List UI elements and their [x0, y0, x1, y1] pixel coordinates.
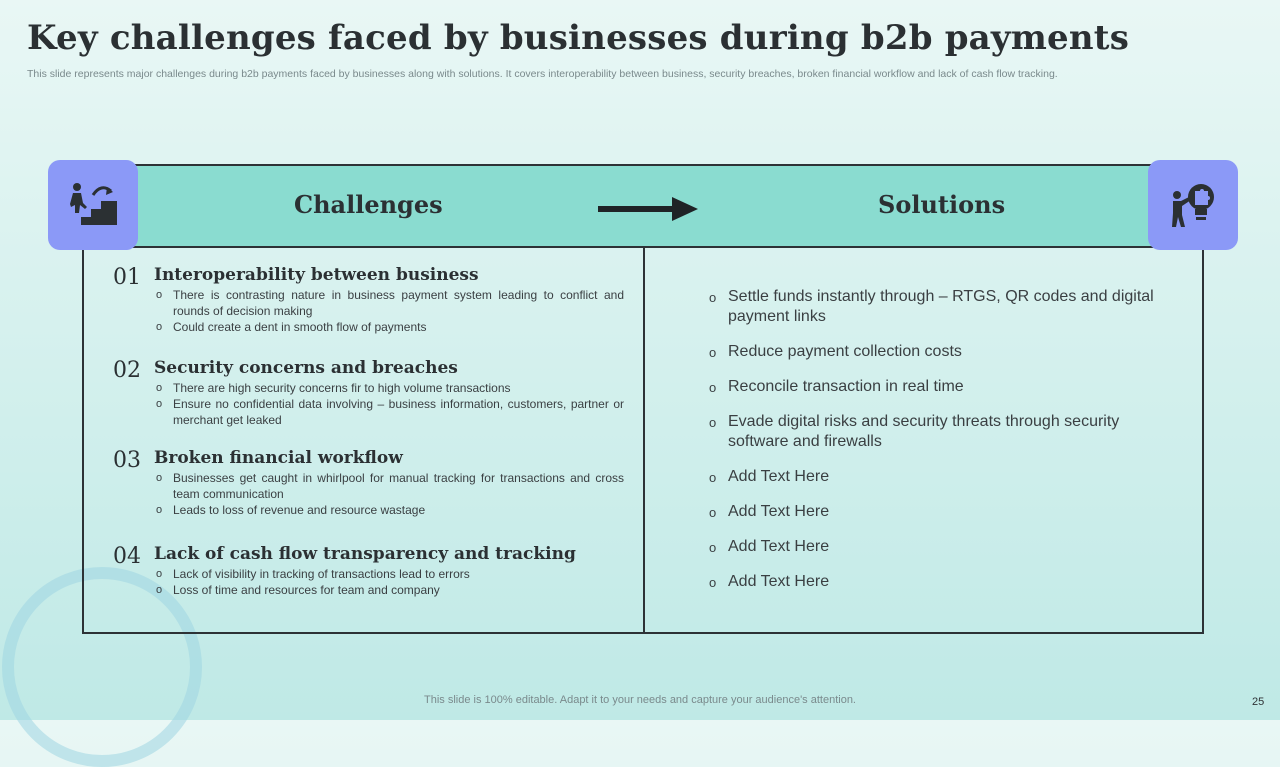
challenge-bullet: Loss of time and resources for team and … [154, 582, 624, 598]
challenge-number: 04 [113, 544, 141, 569]
solutions-icon-box [1148, 160, 1238, 250]
challenge-bullet: Ensure no confidential data involving – … [154, 396, 624, 428]
challenge-bullet: Lack of visibility in tracking of transa… [154, 566, 624, 582]
challenge-number: 01 [113, 265, 141, 290]
challenge-title: Security concerns and breaches [154, 358, 458, 378]
column-divider [643, 247, 645, 634]
slide-title: Key challenges faced by businesses durin… [27, 18, 1130, 58]
right-arrow-icon [598, 197, 698, 221]
footer-note: This slide is 100% editable. Adapt it to… [424, 694, 856, 706]
solution-item: Evade digital risks and security threats… [709, 412, 1159, 452]
solution-item: Settle funds instantly through – RTGS, Q… [709, 287, 1159, 327]
solutions-list: Settle funds instantly through – RTGS, Q… [709, 287, 1159, 607]
challenge-bullet: There are high security concerns fir to … [154, 380, 624, 396]
challenge-bullet: Leads to loss of revenue and resource wa… [154, 502, 624, 518]
solution-item: Add Text Here [709, 502, 1159, 523]
challenge-number: 03 [113, 448, 141, 473]
puzzle-lightbulb-icon [1172, 184, 1214, 227]
solutions-heading: Solutions [878, 190, 1006, 219]
solution-item: Reconcile transaction in real time [709, 377, 1159, 398]
challenge-title: Interoperability between business [154, 265, 479, 285]
challenges-heading: Challenges [294, 190, 443, 219]
challenge-bullet: There is contrasting nature in business … [154, 287, 624, 319]
solution-item: Reduce payment collection costs [709, 342, 1159, 363]
challenge-title: Broken financial workflow [154, 448, 403, 468]
solution-item: Add Text Here [709, 467, 1159, 488]
page-number: 25 [1252, 696, 1265, 708]
challenges-icon-box [48, 160, 138, 250]
slide-subtitle: This slide represents major challenges d… [27, 68, 1058, 80]
challenge-bullet: Businesses get caught in whirlpool for m… [154, 470, 624, 502]
solution-item: Add Text Here [709, 537, 1159, 558]
challenge-title: Lack of cash flow transparency and track… [154, 544, 576, 564]
person-climbing-stairs-icon [69, 183, 117, 225]
solution-item: Add Text Here [709, 572, 1159, 593]
challenge-bullet: Could create a dent in smooth flow of pa… [154, 319, 624, 335]
challenge-number: 02 [113, 358, 141, 383]
